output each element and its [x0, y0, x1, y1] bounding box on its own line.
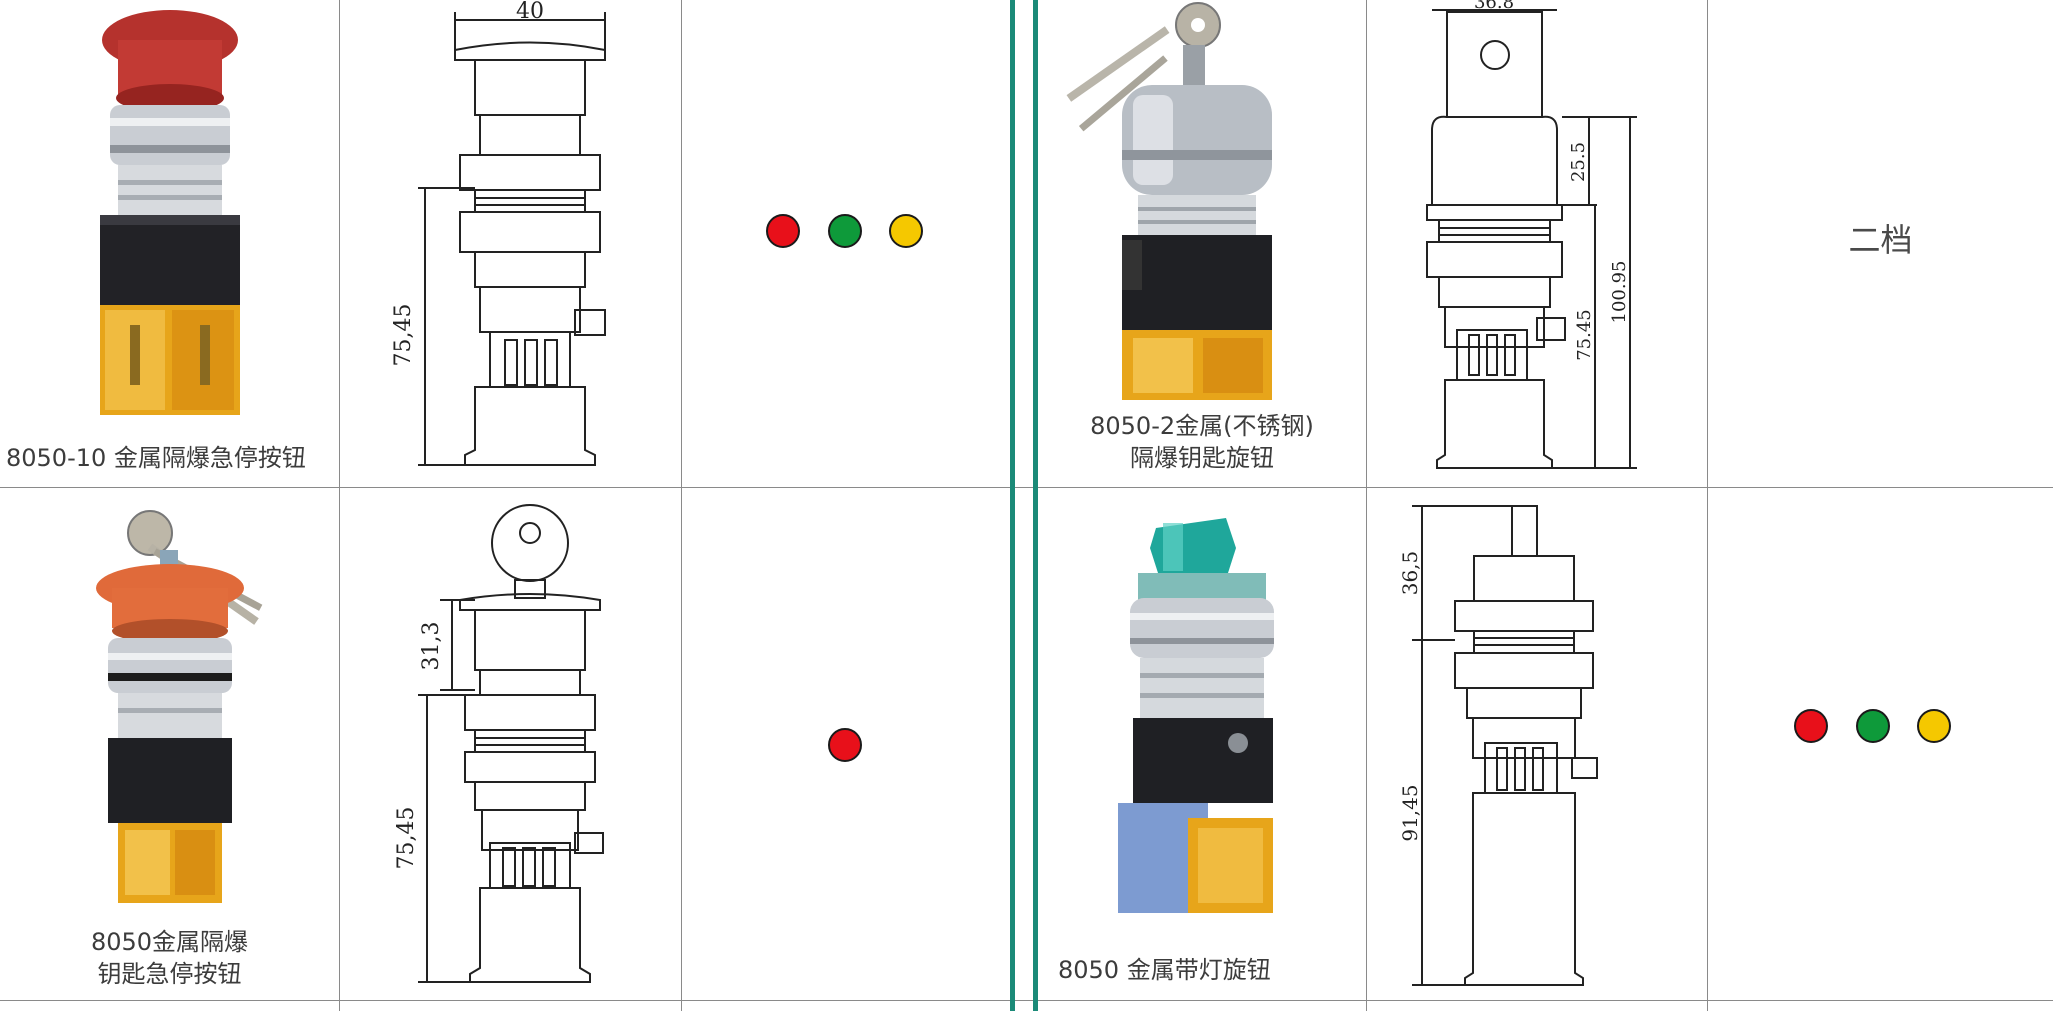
- yellow-indicator-dot: [1917, 709, 1951, 743]
- product-card-key-emergency-stop: 8050金属隔爆 钥匙急停按钮: [0, 488, 339, 1000]
- caption-line: 8050 金属带灯旋钮: [1058, 956, 1271, 984]
- product-caption: 8050-2金属(不锈钢) 隔爆钥匙旋钮: [1038, 410, 1366, 474]
- dimension-label: 31,3: [419, 622, 444, 671]
- illuminated-selector-switch-photo: [1118, 518, 1274, 913]
- red-indicator-dot: [828, 728, 862, 762]
- positions-cell-key-selector: 二档: [1708, 0, 2053, 487]
- col-divider: [339, 0, 340, 1011]
- dimension-label: 25.5: [1568, 142, 1589, 182]
- section-divider: [1010, 0, 1015, 1011]
- red-indicator-dot: [766, 214, 800, 248]
- product-card-key-selector: 8050-2金属(不锈钢) 隔爆钥匙旋钮: [1038, 0, 1366, 487]
- key-selector-switch-photo: [1066, 2, 1272, 400]
- indicator-colors-illuminated-selector: [1708, 488, 2053, 1000]
- technical-drawing-emergency-stop: 40 75,45: [340, 0, 681, 487]
- dimension-label: 36,5: [1398, 551, 1422, 596]
- dimension-label: 75,45: [394, 807, 419, 870]
- dimension-label: 75,45: [391, 304, 416, 367]
- key-emergency-stop-photo: [96, 510, 263, 903]
- technical-drawing-illuminated-selector: 36,5 91,45: [1367, 488, 1707, 1000]
- red-indicator-dot: [1794, 709, 1828, 743]
- caption-line: 隔爆钥匙旋钮: [1130, 444, 1274, 472]
- product-caption: 8050-10 金属隔爆急停按钮: [6, 442, 306, 474]
- green-indicator-dot: [828, 214, 862, 248]
- caption-line: 钥匙急停按钮: [97, 960, 242, 988]
- technical-drawing-key-selector: 36.8 25.5 100.95 75.45: [1367, 0, 1707, 487]
- col-divider: [1707, 0, 1708, 1011]
- positions-note: 二档: [1848, 221, 1913, 259]
- product-caption: 8050金属隔爆 钥匙急停按钮: [0, 926, 339, 990]
- yellow-indicator-dot: [889, 214, 923, 248]
- product-card-illuminated-selector: [1038, 488, 1366, 1000]
- indicator-colors-key-emergency-stop: [682, 488, 1010, 1000]
- dimension-label: 75.45: [1574, 309, 1595, 361]
- dimension-label: 91,45: [1398, 784, 1422, 841]
- indicator-colors-emergency-stop: [682, 0, 1010, 487]
- caption-line: 8050-10 金属隔爆急停按钮: [6, 444, 306, 472]
- col-divider: [681, 0, 682, 1011]
- section-divider: [1033, 0, 1038, 1011]
- caption-line: 8050-2金属(不锈钢): [1090, 412, 1314, 440]
- product-caption: 8050 金属带灯旋钮: [1058, 954, 1271, 986]
- technical-drawing-key-emergency-stop: 31,3 75,45: [340, 488, 681, 1000]
- caption-line: 8050金属隔爆: [90, 928, 249, 956]
- row-divider: [0, 487, 2053, 488]
- row-divider-bottom: [0, 1000, 2053, 1001]
- green-indicator-dot: [1856, 709, 1890, 743]
- col-divider: [1366, 0, 1367, 1011]
- dimension-label: 40: [516, 0, 544, 24]
- dimension-label: 100.95: [1609, 261, 1630, 324]
- emergency-stop-button-photo: [100, 10, 240, 415]
- dimension-label: 36.8: [1474, 0, 1514, 13]
- product-card-emergency-stop: 8050-10 金属隔爆急停按钮: [0, 0, 339, 487]
